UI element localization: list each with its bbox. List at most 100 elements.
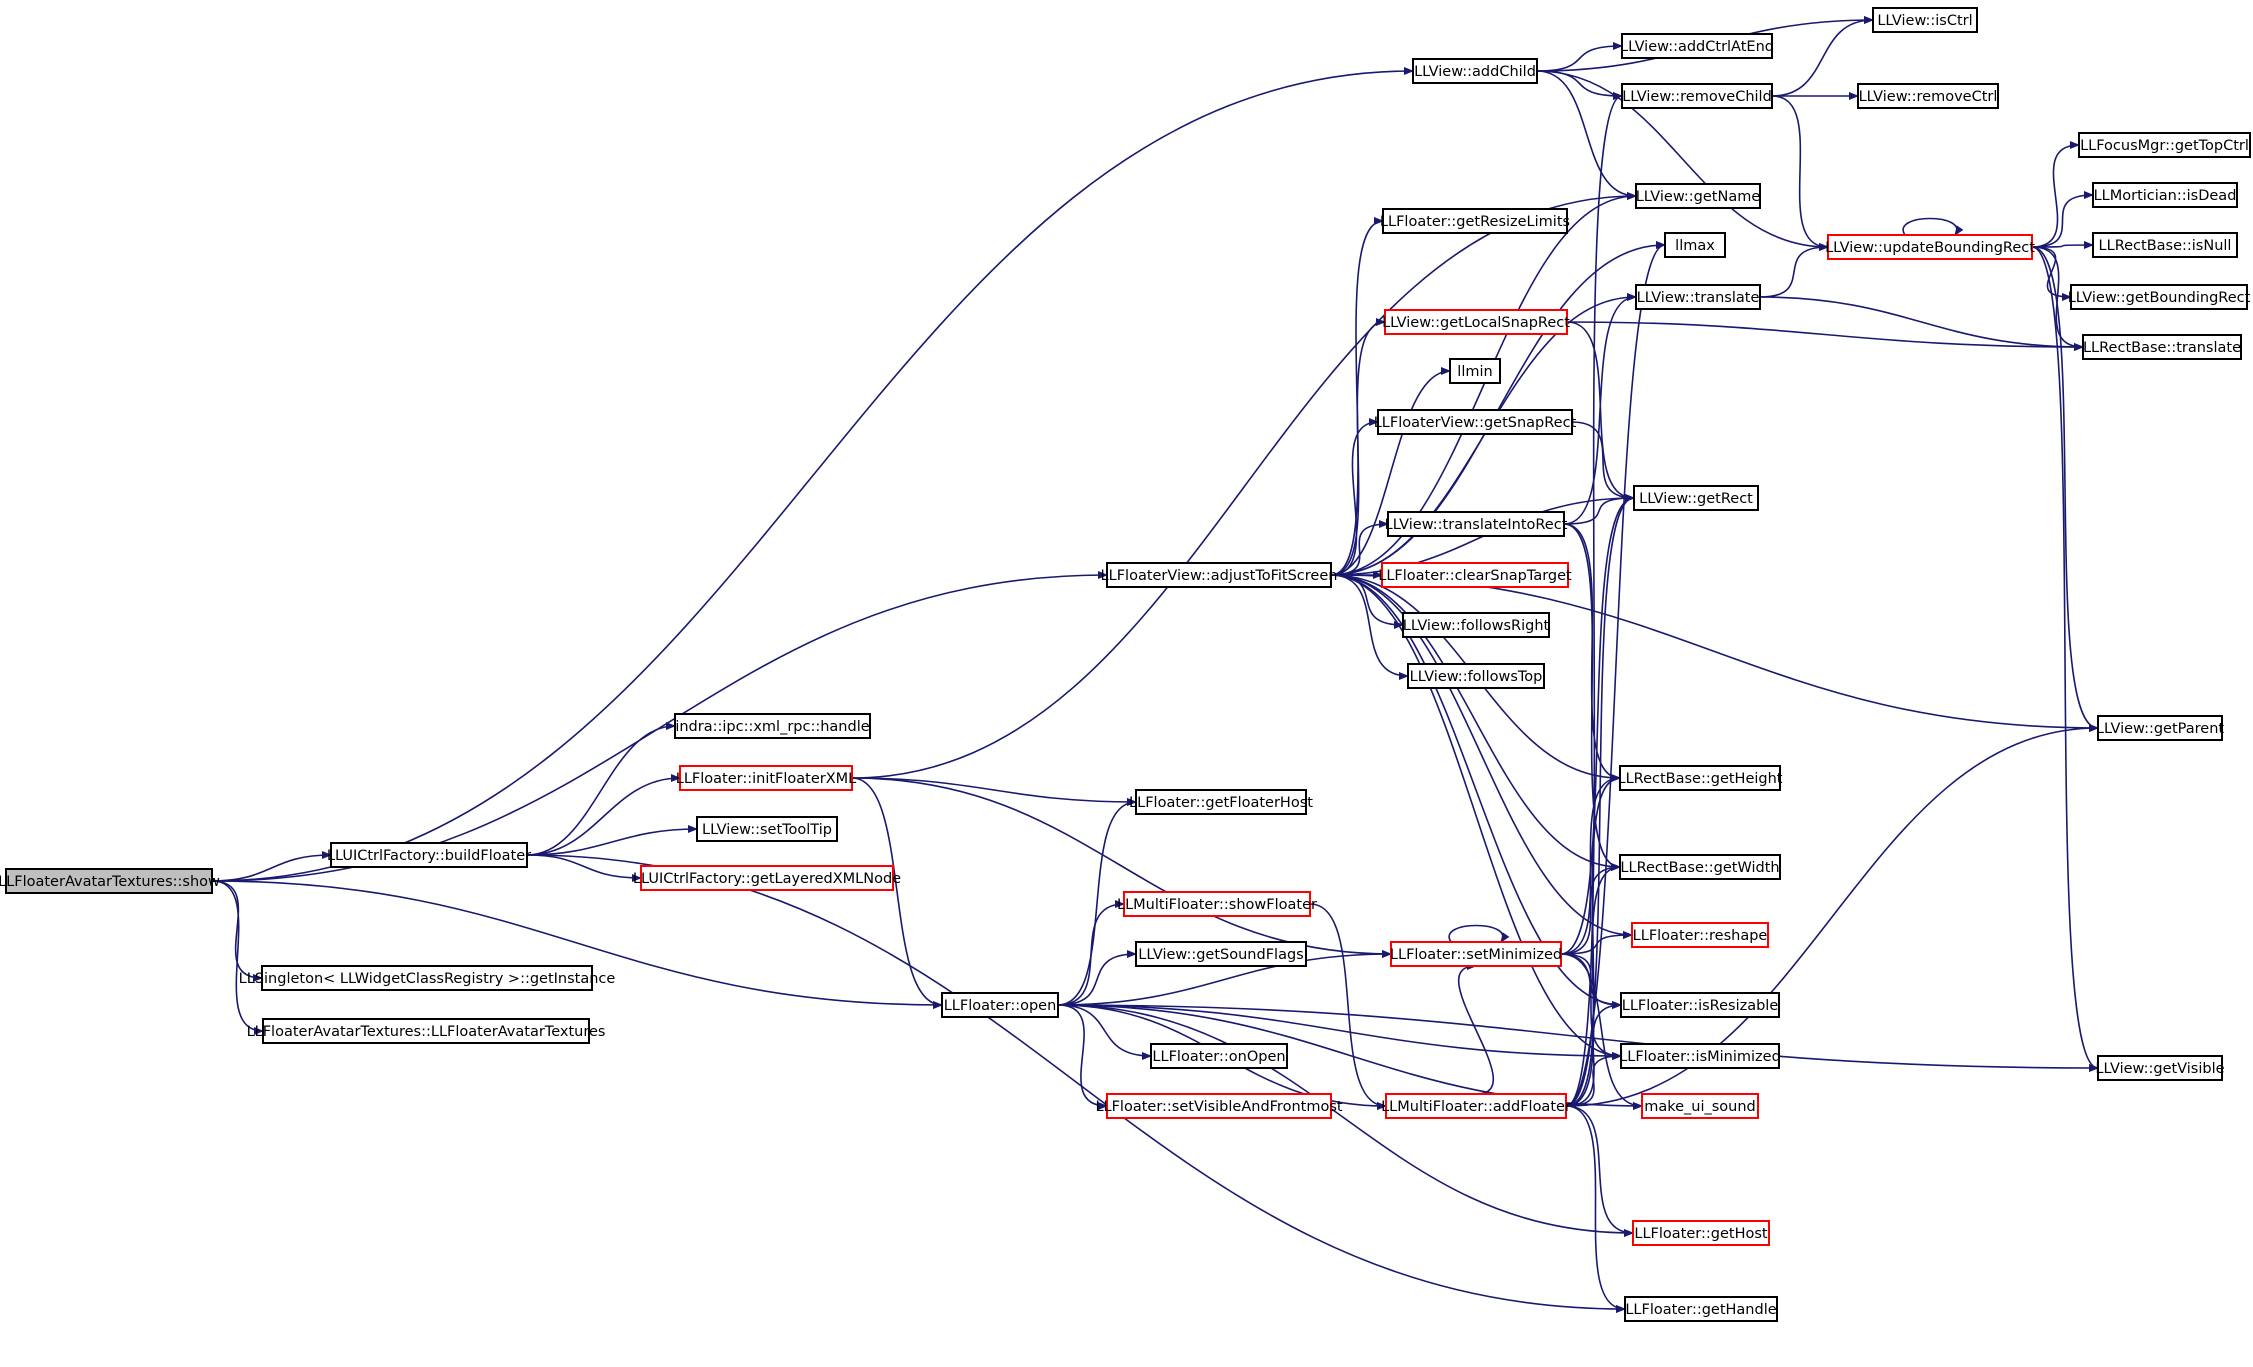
node-label: LLView::getRect [1639, 491, 1753, 507]
node-removeChild[interactable]: LLView::removeChild [1621, 83, 1773, 109]
node-getBoundingRect[interactable]: LLView::getBoundingRect [2068, 284, 2251, 310]
node-getLocalSnapRect[interactable]: LLView::getLocalSnapRect [1382, 309, 1570, 335]
node-layer: LLFloaterAvatarTextures::show LLView::add… [0, 7, 2251, 1322]
edge-setMinimized-to-makeUiSound [1560, 953, 1643, 1110]
node-box [2082, 334, 2242, 360]
node-getLayeredXMLNode[interactable]: LLUICtrlFactory::getLayeredXMLNode [633, 865, 901, 891]
node-label: LLFloaterView::adjustToFitScreen [1101, 568, 1338, 584]
node-adjustToFitScreen[interactable]: LLFloaterView::adjustToFitScreen [1101, 562, 1338, 588]
edge [1448, 924, 1510, 943]
edge-open-to-setMinimized [1057, 950, 1392, 1006]
node-box [1619, 854, 1781, 880]
node-followsTop[interactable]: LLView::followsTop [1407, 663, 1545, 689]
node-isMinimized[interactable]: LLFloater::isMinimized [1619, 1043, 1781, 1069]
edge [2031, 246, 2099, 1072]
node-reshape[interactable]: LLFloater::reshape [1631, 922, 1769, 948]
node-addFloater[interactable]: LLMultiFloater::addFloater [1381, 1093, 1571, 1119]
node-getVisible[interactable]: LLView::getVisible [2095, 1055, 2225, 1081]
node-isResizable[interactable]: LLFloater::isResizable [1620, 992, 1780, 1018]
node-removeCtrl[interactable]: LLView::removeCtrl [1857, 83, 1999, 109]
edge-buildFloater-to-getHandle [526, 854, 1626, 1313]
edge-show-to-open [211, 880, 943, 1009]
node-getFloaterHost[interactable]: LLFloater::getFloaterHost [1129, 789, 1313, 815]
node-setToolTip[interactable]: LLView::setToolTip [696, 816, 838, 842]
edge-addFloater-to-getHost [1565, 1105, 1634, 1237]
node-addChild[interactable]: LLView::addChild [1412, 58, 1538, 84]
edge [1330, 574, 1633, 939]
node-llmin[interactable]: llmin [1449, 358, 1501, 384]
node-followsRight[interactable]: LLView::followsRight [1402, 612, 1550, 638]
node-isCtrl[interactable]: LLView::isCtrl [1872, 7, 1978, 33]
node-getRect[interactable]: LLView::getRect [1633, 485, 1759, 511]
node-getSnapRect[interactable]: LLFloaterView::getSnapRect [1374, 409, 1577, 435]
edge-addChild-to-getName [1536, 70, 1637, 200]
node-getHost[interactable]: LLFloater::getHost [1632, 1220, 1770, 1246]
node-box [679, 765, 853, 791]
node-makeUiSound[interactable]: make_ui_sound [1641, 1093, 1759, 1119]
node-box [674, 713, 871, 739]
edge-buildFloater-to-initFloaterXML [526, 774, 681, 856]
node-updateBoundingRect[interactable]: LLView::updateBoundingRect [1825, 234, 2035, 260]
node-ctor[interactable]: LLFloaterAvatarTextures::LLFloaterAvatar… [247, 1018, 606, 1044]
node-label: LLView::followsTop [1410, 669, 1543, 685]
edge [211, 67, 1414, 882]
node-translate[interactable]: LLView::translate [1635, 284, 1761, 310]
node-getHeight[interactable]: LLRectBase::getHeight [1618, 765, 1783, 791]
node-getParent[interactable]: LLView::getParent [2096, 715, 2224, 741]
edge-show-to-getInstance [211, 880, 263, 982]
edge [1565, 1105, 1634, 1237]
edge-initFloaterXML-to-open [851, 777, 943, 1009]
node-label: LLView::removeChild [1622, 89, 1772, 105]
edge-updateBoundingRect-to-rectTranslate [2031, 246, 2084, 351]
node-box [1377, 409, 1573, 435]
edge-open-to-getVisible [1057, 1004, 2099, 1072]
node-initFloaterXML[interactable]: LLFloater::initFloaterXML [676, 765, 857, 791]
edge [1057, 1004, 1634, 1237]
node-clearSnapTarget[interactable]: LLFloater::clearSnapTarget [1378, 562, 1572, 588]
node-label: LLFloater::getFloaterHost [1129, 795, 1313, 811]
node-setVisibleAndFrontmost[interactable]: LLFloater::setVisibleAndFrontmost [1095, 1093, 1343, 1119]
edge-open-to-showFloater [1057, 900, 1125, 1006]
node-onOpen[interactable]: LLFloater::onOpen [1150, 1043, 1288, 1069]
edge-addFloater-to-getHandle [1565, 1105, 1626, 1313]
node-label: LLFloaterAvatarTextures::show [0, 874, 220, 890]
edge-adjustToFitScreen-to-getLocalSnapRect [1330, 318, 1386, 576]
node-open[interactable]: LLFloater::open [941, 992, 1059, 1018]
node-getWidth[interactable]: LLRectBase::getWidth [1619, 854, 1781, 880]
node-translateIntoRect[interactable]: LLView::translateIntoRect [1385, 511, 1568, 537]
edge [851, 777, 1137, 806]
edge-open-to-onOpen [1057, 1004, 1152, 1060]
edge-setMinimized-to-isMinimized [1560, 953, 1622, 1060]
edge [1560, 953, 1622, 1060]
edge [1560, 953, 1643, 1110]
edge [526, 854, 642, 882]
node-label: LLView::removeCtrl [1859, 89, 1998, 105]
node-getTopCtrl[interactable]: LLFocusMgr::getTopCtrl [2078, 132, 2251, 158]
node-buildFloater[interactable]: LLUICtrlFactory::buildFloater [327, 842, 531, 868]
node-isNull[interactable]: LLRectBase::isNull [2092, 232, 2238, 258]
node-setMinimized[interactable]: LLFloater::setMinimized [1390, 941, 1562, 967]
edge-show-to-ctor [211, 880, 264, 1035]
node-isDead[interactable]: LLMortician::isDead [2092, 182, 2238, 208]
edge [1536, 70, 1829, 251]
node-getSoundFlags[interactable]: LLView::getSoundFlags [1135, 941, 1307, 967]
node-label: LLView::setToolTip [702, 822, 832, 838]
node-rectTranslate[interactable]: LLRectBase::translate [2082, 334, 2242, 360]
node-showFloater[interactable]: LLMultiFloater::showFloater [1117, 891, 1317, 917]
node-label: LLFloater::clearSnapTarget [1378, 568, 1572, 584]
node-show[interactable]: LLFloaterAvatarTextures::show [0, 868, 220, 894]
node-llmax[interactable]: llmax [1664, 232, 1726, 258]
node-label: LLView::translate [1637, 290, 1760, 306]
node-getHandle[interactable]: LLFloater::getHandle [1624, 1296, 1778, 1322]
edge-initFloaterXML-to-getFloaterHost [851, 777, 1137, 806]
node-getName[interactable]: LLView::getName [1635, 183, 1761, 209]
node-box [1619, 765, 1781, 791]
edge-addFloater-to-getParent [1565, 724, 2099, 1107]
node-getResizeLimits[interactable]: LLFloater::getResizeLimits [1380, 208, 1570, 234]
edge [1565, 724, 2099, 1107]
node-getInstance[interactable]: LLSingleton< LLWidgetClassRegistry >::ge… [239, 965, 616, 991]
node-xmlrpcHandle[interactable]: indra::ipc::xml_rpc::handle [674, 713, 871, 739]
node-label: llmax [1675, 238, 1715, 254]
node-addCtrlAtEnd[interactable]: LLView::addCtrlAtEnd [1620, 33, 1774, 59]
edge-buildFloater-to-getLayeredXMLNode [526, 854, 642, 882]
